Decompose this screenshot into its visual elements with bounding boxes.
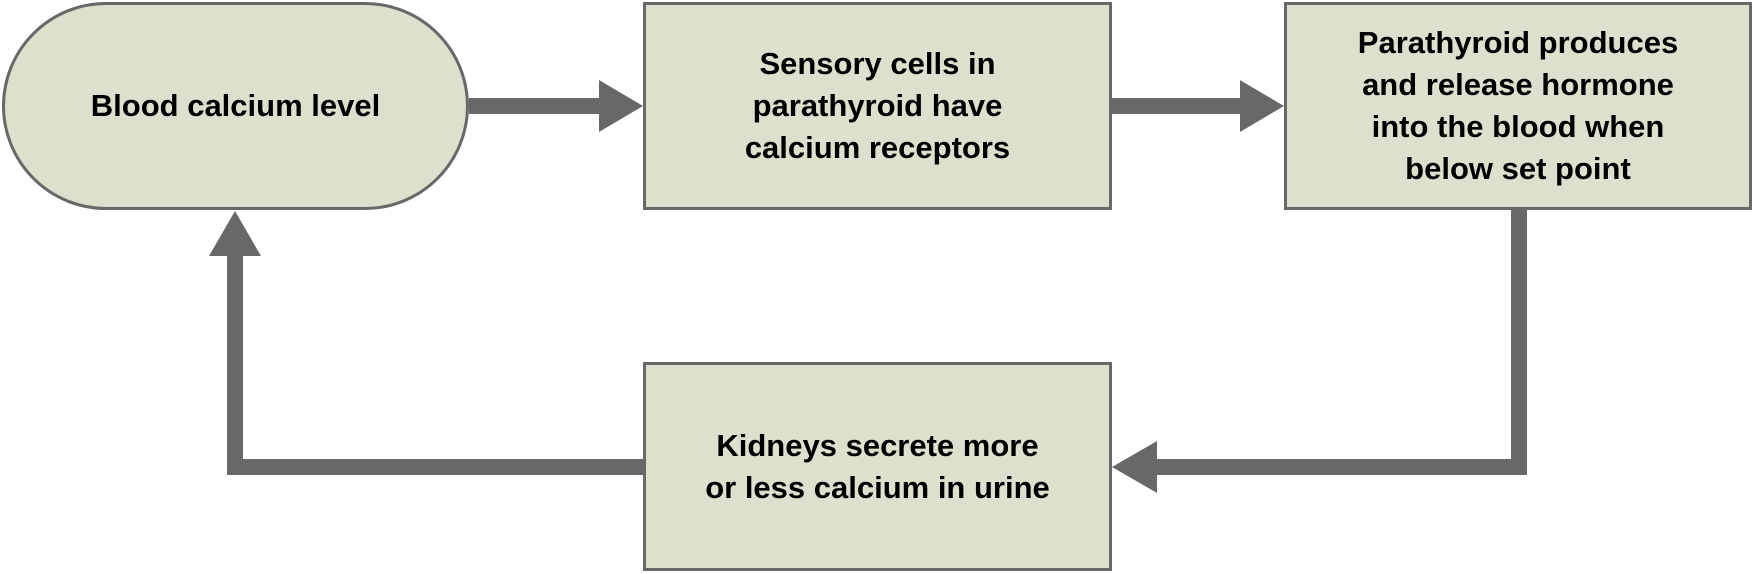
parathyroid-hormone-label: Parathyroid produces and release hormone… (1357, 25, 1679, 186)
kidneys-node: Kidneys secrete more or less calcium in … (643, 362, 1112, 571)
arrow-kidneys-to-blood (209, 211, 643, 475)
arrow-parathyroid-to-kidneys (1112, 210, 1527, 493)
blood-calcium-level-node: Blood calcium level (2, 2, 469, 210)
kidneys-label: Kidneys secrete more or less calcium in … (705, 427, 1050, 505)
arrow-sensory-to-parathyroid (1112, 80, 1284, 132)
parathyroid-hormone-node: Parathyroid produces and release hormone… (1284, 2, 1752, 210)
sensory-cells-label: Sensory cells in parathyroid have calciu… (744, 46, 1011, 165)
blood-calcium-level-label: Blood calcium level (90, 88, 381, 123)
sensory-cells-node: Sensory cells in parathyroid have calciu… (643, 2, 1112, 210)
arrow-blood-to-sensory (469, 80, 643, 132)
